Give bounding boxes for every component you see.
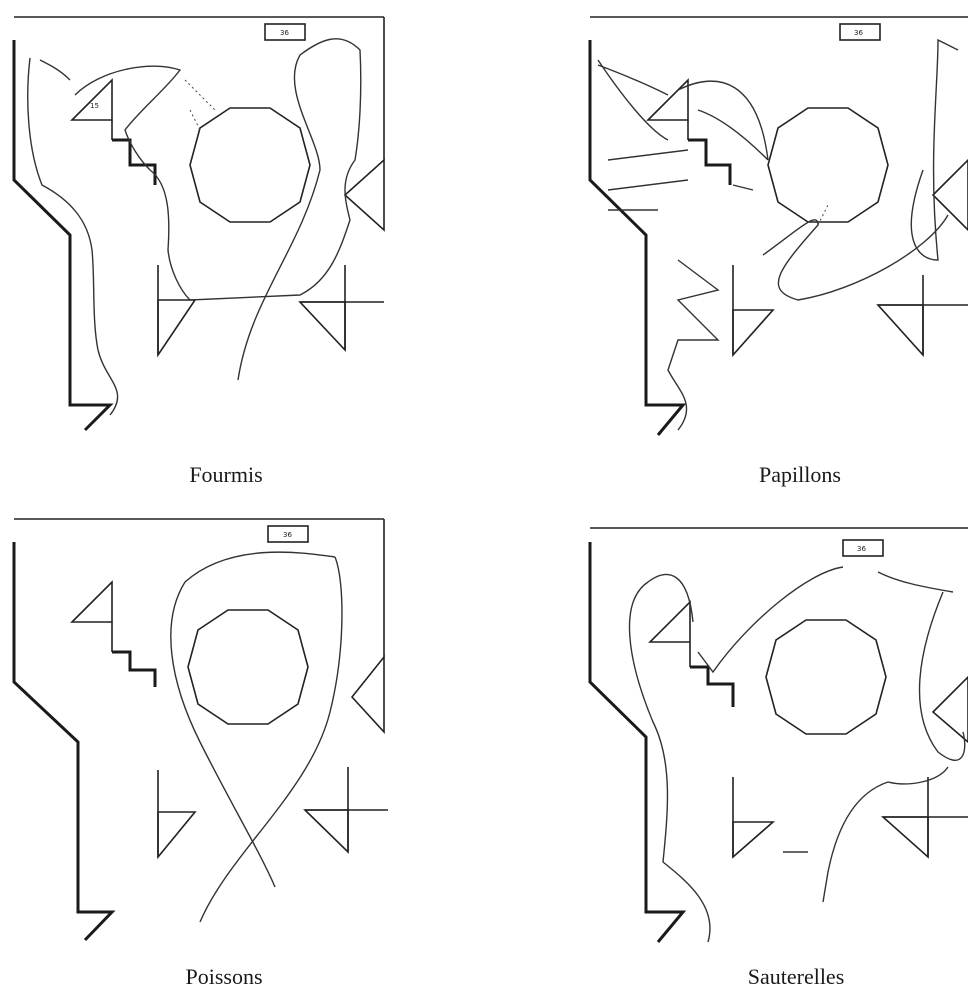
- panel-fourmis: 36 15 Fourmis: [0, 10, 420, 487]
- panel-caption: Fourmis: [189, 462, 263, 487]
- panel-caption: Poissons: [185, 964, 263, 989]
- floorplan-fourmis: 36 15: [12, 16, 385, 432]
- svg-text:36: 36: [283, 531, 292, 539]
- svg-text:36: 36: [854, 29, 863, 37]
- panel-papillons: 36 Papillons: [578, 10, 968, 487]
- panel-poissons: 36 Poissons: [0, 512, 420, 989]
- floorplan-sauterelles: 36: [588, 527, 968, 943]
- panel-caption: Papillons: [759, 462, 841, 487]
- floorplan-poissons: 36: [12, 518, 388, 942]
- svg-text:36: 36: [857, 545, 866, 553]
- panel-sauterelles: 36 Sauterelles: [578, 512, 968, 989]
- floorplan-papillons: 36: [588, 16, 968, 436]
- svg-text:36: 36: [280, 29, 289, 37]
- panel-caption: Sauterelles: [747, 964, 845, 989]
- svg-text:15: 15: [90, 102, 99, 110]
